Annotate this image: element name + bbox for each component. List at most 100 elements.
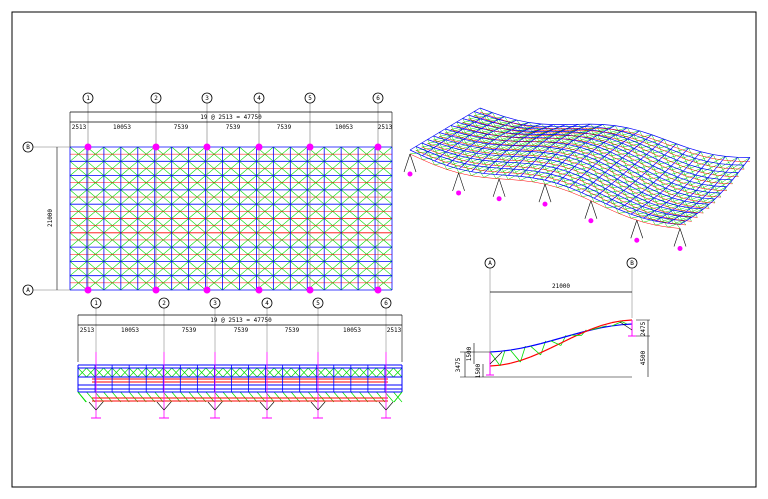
web-member <box>439 143 447 157</box>
chord <box>446 169 460 174</box>
chord <box>701 161 708 169</box>
chord <box>587 182 594 188</box>
web-member <box>468 114 475 127</box>
support-node <box>152 143 160 151</box>
chord <box>523 128 536 131</box>
chord <box>488 149 495 156</box>
chord <box>505 122 512 126</box>
chord <box>642 210 655 216</box>
chord <box>604 167 612 173</box>
chord <box>672 205 679 211</box>
chord <box>468 121 475 126</box>
chord <box>555 146 568 149</box>
web-member <box>641 175 649 192</box>
chord <box>629 180 636 187</box>
chord <box>543 156 557 159</box>
chord <box>635 180 648 188</box>
chord <box>531 146 538 152</box>
chord <box>598 150 611 157</box>
web-member <box>499 349 506 366</box>
chord <box>683 164 690 172</box>
web-member <box>438 132 446 144</box>
chord <box>689 180 703 185</box>
chord <box>580 164 593 171</box>
support-column <box>630 220 638 239</box>
web-member <box>623 190 631 206</box>
chord <box>422 159 435 166</box>
chord <box>519 166 533 169</box>
chord <box>605 176 618 184</box>
chord <box>476 148 483 154</box>
chord <box>683 186 697 191</box>
chord <box>624 209 637 215</box>
chord <box>676 147 689 153</box>
chord <box>568 156 581 162</box>
chord <box>479 111 493 117</box>
web-member <box>621 131 629 144</box>
chord <box>641 175 654 183</box>
web-member <box>359 367 369 378</box>
chord <box>561 144 568 150</box>
chord <box>591 133 604 137</box>
chord <box>628 148 635 154</box>
chord <box>684 200 697 204</box>
chord <box>574 160 581 167</box>
chord <box>543 152 557 155</box>
web-member <box>628 152 636 169</box>
web-member <box>648 214 656 226</box>
chord <box>457 136 470 140</box>
chord <box>475 141 489 145</box>
chord <box>603 135 616 140</box>
web-member <box>665 171 672 187</box>
chord <box>689 168 702 173</box>
web-member <box>171 367 181 378</box>
chord <box>520 169 527 177</box>
chord <box>555 148 563 155</box>
chord <box>537 161 551 164</box>
chord <box>513 168 527 171</box>
web-member <box>597 146 605 161</box>
chord <box>684 195 691 202</box>
web-member <box>646 170 654 187</box>
chord <box>550 173 564 178</box>
web-member <box>519 150 526 162</box>
chord <box>652 165 666 173</box>
support-column <box>452 172 459 192</box>
chord <box>462 125 470 130</box>
chord <box>567 139 574 145</box>
chord <box>707 177 721 180</box>
web-member <box>488 143 495 154</box>
chord <box>463 132 476 137</box>
chord <box>488 143 501 146</box>
chord <box>688 151 701 156</box>
chord <box>679 211 686 217</box>
web-member <box>633 134 641 148</box>
chord <box>672 192 679 199</box>
web-member <box>568 156 575 171</box>
chord <box>532 163 545 166</box>
web-member <box>494 149 502 160</box>
chord <box>486 129 500 133</box>
axis-label: 5 <box>308 95 312 102</box>
svg-text:2513: 2513 <box>378 124 393 131</box>
chord <box>599 188 606 194</box>
web-member <box>359 391 369 403</box>
chord <box>691 213 698 218</box>
chord <box>659 181 672 188</box>
chord <box>636 214 650 219</box>
chord <box>464 154 477 158</box>
chord <box>605 183 612 189</box>
chord <box>666 209 674 215</box>
chord <box>549 151 562 154</box>
chord <box>597 146 611 153</box>
chord <box>500 144 513 147</box>
chord <box>532 177 546 181</box>
chord <box>549 153 557 161</box>
web-member <box>690 195 698 208</box>
svg-text:7539: 7539 <box>226 124 241 131</box>
elevation-span-dimensions: 2513 10053 7539 7539 7539 10053 2513 <box>80 327 402 334</box>
chord <box>586 171 600 178</box>
chord <box>470 149 483 153</box>
section-axes: A B <box>484 257 638 269</box>
web-member <box>367 367 377 378</box>
